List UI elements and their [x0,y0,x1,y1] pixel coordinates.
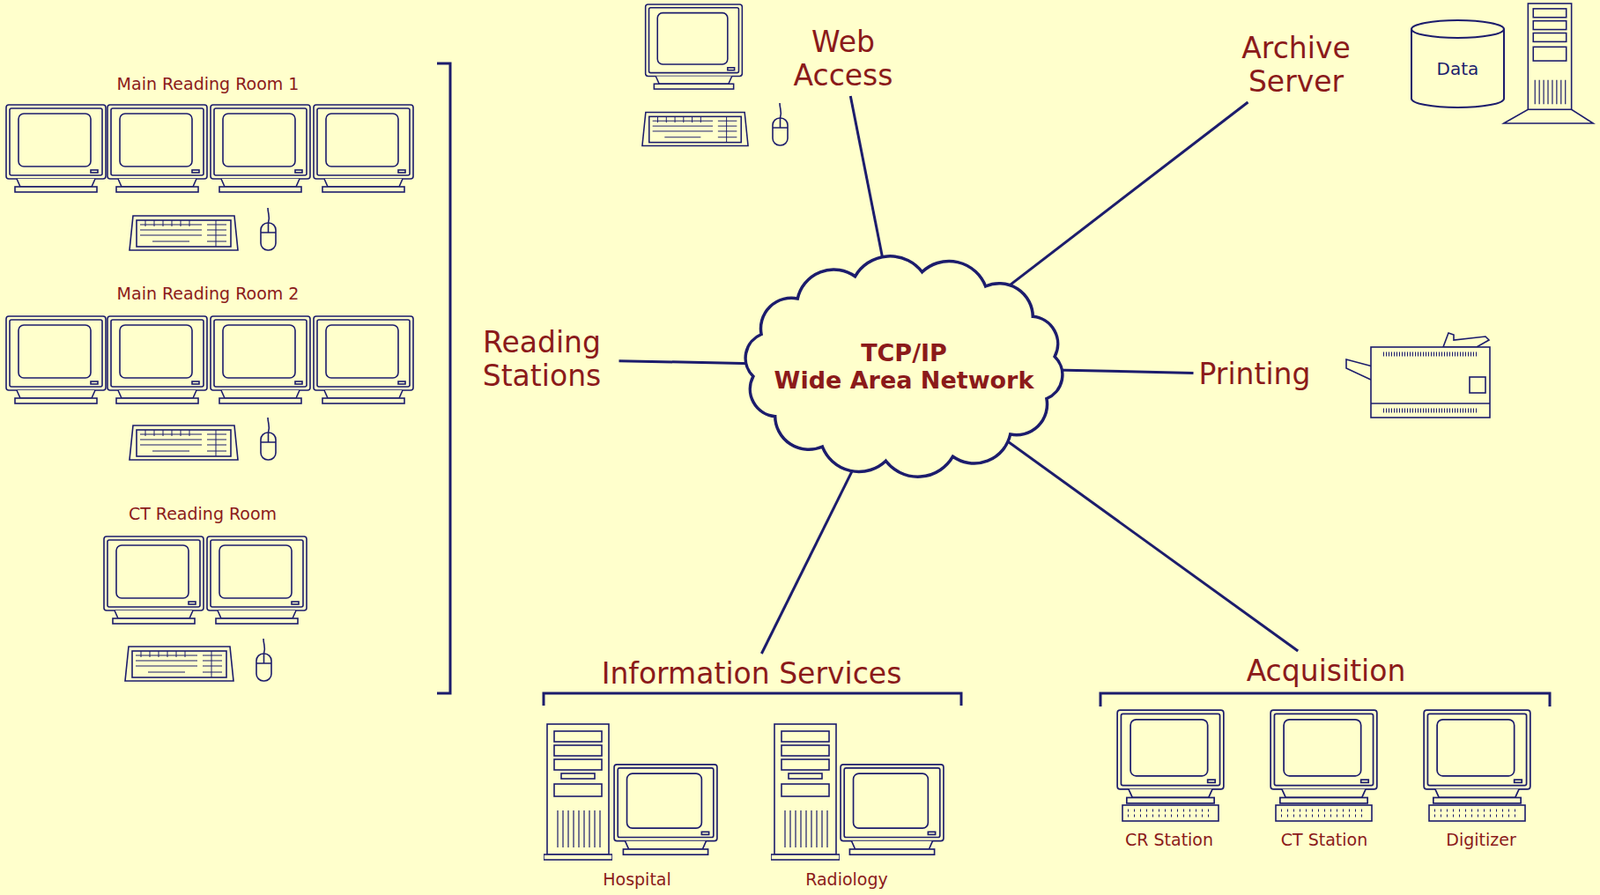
node-title: Reading Stations [470,325,615,393]
keyboard [129,215,238,251]
device-label: CR Station [1125,829,1214,850]
monitor [210,104,311,193]
network-link [761,457,860,654]
keyboard [125,646,234,682]
group-bracket [437,63,451,694]
group-bracket [543,693,962,706]
device-label: CT Station [1281,829,1368,850]
monitor [645,4,743,89]
device-label: Radiology [805,869,889,889]
node-title: Information Services [601,657,903,691]
group-heading: Acquisition [1241,651,1412,692]
node-title: Archive Server [1222,31,1371,99]
node-title: Data [1437,59,1480,80]
room-label: CT Reading Room [128,503,277,524]
network-endpoint: Reading Stations [465,322,620,397]
monitor [210,316,311,404]
acquisition-station [1117,710,1224,822]
monitor [6,316,106,404]
node-title: TCP/IP [860,339,948,367]
mouse [260,207,276,251]
network-cloud: TCP/IPWide Area Network [729,250,1079,483]
monitor [313,316,414,404]
group-heading: Information Services [596,653,908,695]
cloud-path [745,256,1063,477]
computer-tower [543,724,613,860]
cylinder-path [1411,20,1504,108]
monitor [107,104,208,193]
monitor [6,104,106,193]
network-link [619,361,754,364]
network-link [1055,370,1194,374]
keyboard [642,111,749,146]
monitor [614,764,718,855]
mouse [256,638,272,682]
monitor [313,104,414,193]
node-title: Web Access [782,25,904,93]
network-link [1000,102,1249,293]
keyboard [129,425,238,460]
device-label: Digitizer [1445,829,1516,850]
acquisition-station [1423,710,1531,822]
node-title: Printing [1199,357,1312,392]
room-label: Main Reading Room 1 [117,74,300,94]
network-endpoint: Web Access [777,22,910,97]
group-bracket [1100,693,1550,707]
network-endpoint: Printing [1193,354,1317,395]
printer [1346,333,1490,418]
node-subtitle: Wide Area Network [774,366,1035,394]
data-cylinder: Data [1409,18,1506,110]
device-label: Hospital [602,869,672,889]
computer-tower [770,724,840,860]
monitor [840,764,944,855]
network-endpoint: Archive Server [1216,28,1376,103]
acquisition-station [1270,710,1378,822]
network-link [850,96,886,273]
monitor [207,536,307,624]
mouse [772,103,788,146]
server-tower [1503,3,1594,124]
mouse [260,417,276,460]
room-label: Main Reading Room 2 [117,283,300,304]
monitor [107,316,208,404]
network-link [1003,438,1298,652]
monitor [103,536,204,624]
node-title: Acquisition [1246,654,1407,689]
